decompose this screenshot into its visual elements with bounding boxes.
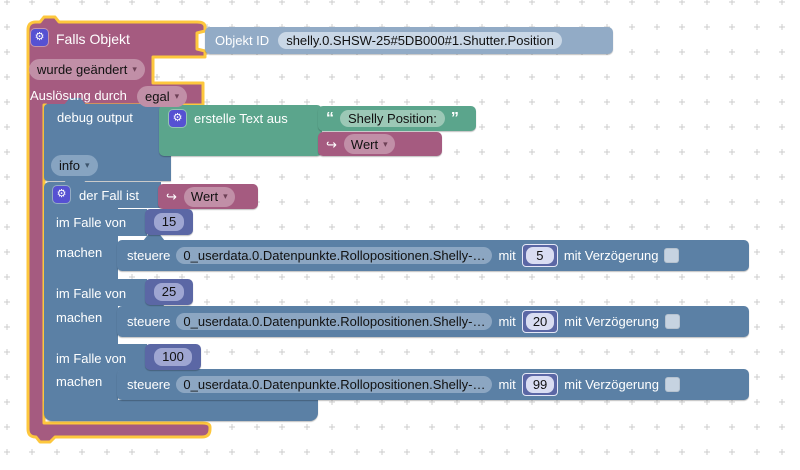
- quote-close-icon: ”: [450, 109, 459, 127]
- debug-level-value: info: [59, 158, 80, 173]
- control-oid-field[interactable]: 0_userdata.0.Datenpunkte.Rollopositionen…: [176, 247, 493, 264]
- switch-case-extension[interactable]: [118, 279, 147, 306]
- gear-icon[interactable]: ⚙: [169, 110, 186, 127]
- value-block[interactable]: ↪ Wert ▾: [318, 132, 442, 156]
- control-with-label: mit: [498, 377, 516, 392]
- do-label: machen: [56, 374, 103, 389]
- statement-notch: [143, 234, 165, 241]
- delay-checkbox[interactable]: [664, 314, 680, 329]
- case-label: im Falle von: [56, 286, 127, 301]
- change-mode-dropdown[interactable]: wurde geändert ▾: [29, 59, 145, 80]
- control-block[interactable]: steuere 0_userdata.0.Datenpunkte.Rollopo…: [117, 240, 749, 271]
- value-arrow-icon: ↪: [166, 189, 177, 204]
- control-verb: steuere: [127, 377, 171, 392]
- switch-case-extension[interactable]: [118, 344, 147, 371]
- control-delay-label: mit Verzögerung: [563, 248, 659, 263]
- control-value-block[interactable]: 99: [521, 373, 559, 396]
- control-verb: steuere: [127, 314, 171, 329]
- value-name: Wert: [190, 189, 219, 204]
- control-delay-label: mit Verzögerung: [564, 314, 659, 329]
- case-value-block[interactable]: 15: [145, 209, 193, 235]
- case-value-field[interactable]: 100: [154, 348, 192, 366]
- do-label: machen: [56, 245, 103, 260]
- case-value-field[interactable]: 25: [153, 283, 185, 301]
- case-label: im Falle von: [56, 215, 127, 230]
- gear-icon[interactable]: ⚙: [31, 29, 48, 46]
- delay-checkbox[interactable]: [664, 248, 680, 263]
- value-dropdown[interactable]: Wert ▾: [343, 134, 395, 154]
- case-value-field[interactable]: 15: [153, 213, 185, 231]
- control-block[interactable]: steuere 0_userdata.0.Datenpunkte.Rollopo…: [117, 306, 749, 337]
- trigger-by-value: egal: [145, 89, 170, 104]
- debug-level-dropdown[interactable]: info ▾: [51, 155, 98, 176]
- control-value-field[interactable]: 5: [525, 247, 554, 264]
- value-block[interactable]: ↪ Wert ▾: [158, 184, 258, 209]
- switch-block[interactable]: [44, 182, 118, 401]
- control-with-label: mit: [498, 248, 516, 263]
- debug-block-label: debug output: [57, 110, 133, 125]
- text-string-block[interactable]: “ Shelly Position: ”: [318, 106, 476, 131]
- quote-open-icon: “: [326, 109, 334, 127]
- case-value-block[interactable]: 100: [145, 344, 201, 370]
- switch-block-label: der Fall ist: [79, 188, 139, 203]
- trigger-by-dropdown[interactable]: egal ▾: [137, 86, 188, 107]
- dropdown-arrow-icon: ▾: [223, 191, 228, 201]
- create-text-label: erstelle Text aus: [194, 111, 288, 126]
- switch-block-foot[interactable]: [44, 400, 318, 421]
- dropdown-arrow-icon: ▾: [84, 160, 90, 170]
- control-oid-field[interactable]: 0_userdata.0.Datenpunkte.Rollopositionen…: [176, 376, 493, 393]
- object-id-block[interactable]: Objekt ID shelly.0.SHSW-25#5DB000#1.Shut…: [205, 27, 613, 54]
- value-dropdown[interactable]: Wert ▾: [183, 186, 235, 207]
- trigger-by-label: Auslösung durch: [30, 88, 127, 103]
- value-arrow-icon: ↪: [326, 136, 337, 152]
- case-label: im Falle von: [56, 351, 127, 366]
- control-value-field[interactable]: 99: [525, 376, 555, 393]
- trigger-block-title: Falls Objekt: [56, 31, 130, 47]
- control-delay-label: mit Verzögerung: [564, 377, 659, 392]
- control-block[interactable]: steuere 0_userdata.0.Datenpunkte.Rollopo…: [117, 369, 749, 400]
- control-value-block[interactable]: 20: [521, 310, 559, 333]
- control-with-label: mit: [498, 314, 516, 329]
- control-oid-field[interactable]: 0_userdata.0.Datenpunkte.Rollopositionen…: [176, 313, 493, 330]
- statement-notch: [64, 176, 86, 183]
- delay-checkbox[interactable]: [664, 377, 680, 392]
- do-label: machen: [56, 310, 103, 325]
- case-value-block[interactable]: 25: [145, 279, 193, 305]
- dropdown-arrow-icon: ▾: [132, 64, 137, 74]
- value-name: Wert: [350, 136, 379, 152]
- object-id-label: Objekt ID: [215, 33, 270, 48]
- statement-notch: [64, 98, 86, 105]
- control-value-block[interactable]: 5: [521, 244, 558, 267]
- create-text-block[interactable]: ⚙ erstelle Text aus: [159, 105, 322, 156]
- control-value-field[interactable]: 20: [525, 313, 555, 330]
- text-string-field[interactable]: Shelly Position:: [340, 110, 445, 127]
- switch-header-extension[interactable]: [118, 182, 161, 208]
- gear-icon[interactable]: ⚙: [53, 186, 70, 203]
- change-mode-value: wurde geändert: [37, 62, 128, 77]
- dropdown-arrow-icon: ▾: [383, 138, 388, 149]
- dropdown-arrow-icon: ▾: [174, 91, 180, 101]
- object-id-value-field[interactable]: shelly.0.SHSW-25#5DB000#1.Shutter.Positi…: [278, 32, 562, 49]
- control-verb: steuere: [127, 248, 171, 263]
- switch-case-extension[interactable]: [118, 209, 147, 236]
